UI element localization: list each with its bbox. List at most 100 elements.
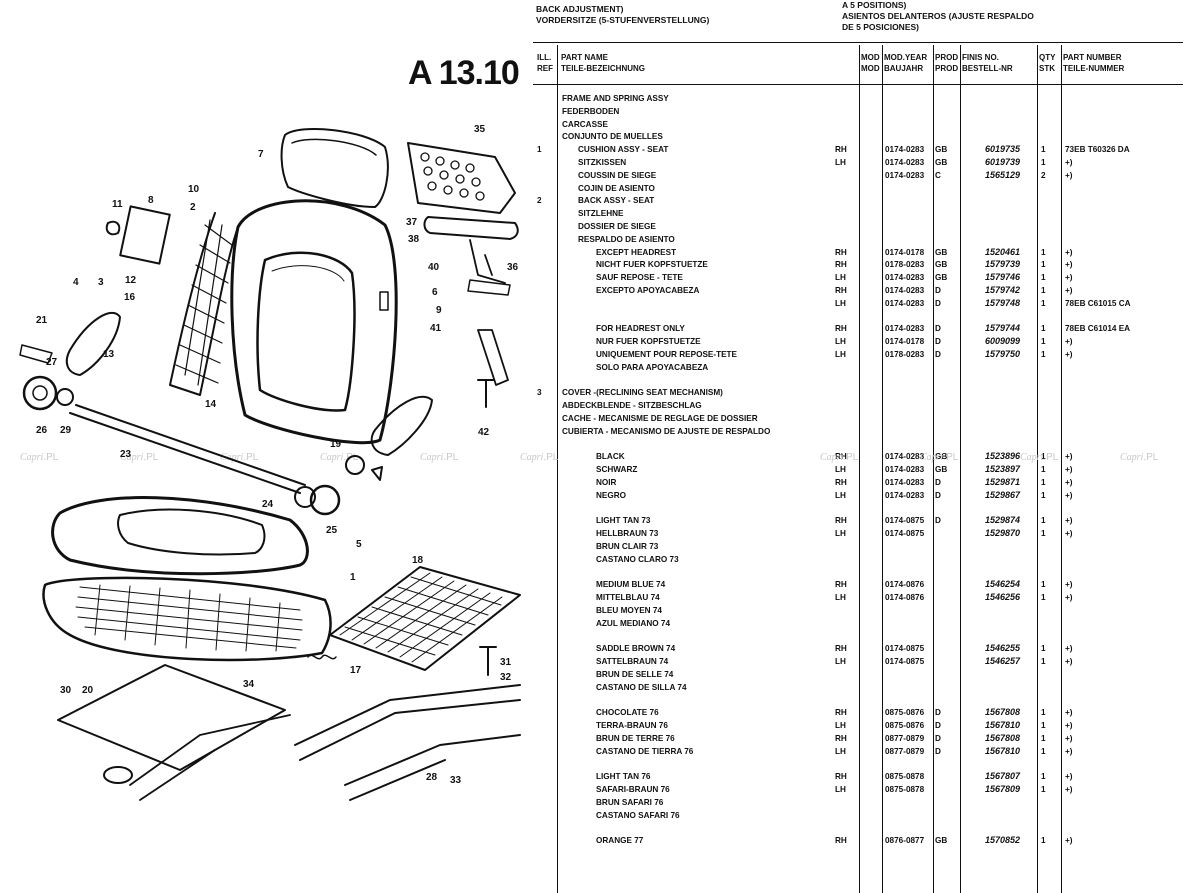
table-row: CACHE - MECANISME DE REGLAGE DE DOSSIER (535, 412, 1185, 425)
part-name: NICHT FUER KOPFSTUETZE (596, 260, 708, 270)
bracket-36 (469, 239, 506, 284)
watermark: Capri.PL (20, 452, 59, 463)
header-right: A 5 POSITIONS) ASIENTOS DELANTEROS (AJUS… (842, 0, 1034, 33)
part-name: ORANGE 77 (596, 836, 644, 846)
part-name: TERRA-BRAUN 76 (596, 721, 668, 731)
callout-35: 35 (474, 124, 486, 135)
colhead-part-number: PART NUMBER TEILE-NUMMER (1063, 53, 1125, 73)
callout-2: 2 (190, 202, 196, 213)
callout-20: 20 (82, 685, 94, 696)
part-name: CUBIERTA - MECANISMO DE AJUSTE DE RESPAL… (562, 426, 771, 436)
qty-cell: 1 (1041, 644, 1046, 654)
mod-cell: LH (835, 746, 846, 756)
header-right-line2: ASIENTOS DELANTEROS (AJUSTE RESPALDO (842, 11, 1034, 21)
part-name: SAFARI-BRAUN 76 (596, 785, 670, 795)
prod-cell: GB (935, 836, 948, 846)
part-name: NEGRO (596, 490, 627, 500)
finis-number-cell: 1579748 (985, 297, 1021, 308)
callout-23: 23 (120, 449, 132, 460)
callout-26: 26 (36, 425, 48, 436)
mod-cell: RH (835, 580, 847, 590)
part-number-cell: +) (1065, 580, 1073, 590)
part-name: CASTANO DE SILLA 74 (596, 682, 687, 692)
table-row (535, 758, 1185, 771)
part-name: MEDIUM BLUE 74 (596, 580, 666, 590)
rail-28 (294, 684, 521, 761)
col-rule (1061, 45, 1062, 893)
mod-cell: RH (835, 145, 847, 155)
finis-number-cell: 1529874 (985, 515, 1021, 526)
qty-cell: 1 (1041, 746, 1046, 756)
mod-cell: LH (835, 593, 846, 603)
finis-number-cell: 6009099 (985, 336, 1021, 347)
qty-cell: 1 (1041, 734, 1046, 743)
finis-number-cell: 1567810 (985, 745, 1021, 756)
ill-ref: 3 (537, 388, 542, 398)
model-year-cell: 0174-0178 (885, 247, 925, 257)
mat-18-grid (339, 572, 503, 663)
callout-18: 18 (412, 555, 424, 566)
mod-cell: LH (835, 337, 846, 347)
part-number-cell: +) (1065, 708, 1073, 718)
exploded-seat-diagram: 1234567891011121314161718192021232425262… (19, 124, 521, 801)
part-name: BLACK (596, 452, 625, 462)
part-name: CUSHION ASSY - SEAT (578, 145, 669, 155)
table-row: 2 BACK ASSY - SEAT (535, 194, 1185, 207)
mod-cell: RH (835, 478, 847, 487)
qty-cell: 1 (1041, 721, 1046, 731)
callout-4: 4 (73, 277, 79, 288)
part-22 (345, 455, 365, 475)
callout-31: 31 (500, 657, 512, 668)
bolt-31 (479, 646, 497, 676)
part-name: SAUF REPOSE - TETE (596, 273, 683, 283)
callout-5: 5 (356, 539, 362, 550)
ill-ref: 2 (537, 196, 542, 206)
knob-26 (22, 375, 58, 411)
callout-37: 37 (406, 217, 418, 228)
finis-number-cell: 1565129 (985, 169, 1021, 180)
lever-21 (19, 344, 53, 364)
watermark: Capri.PL (1020, 452, 1059, 463)
finis-number-cell: 1567808 (985, 733, 1021, 743)
callout-labels: 1234567891011121314161718192021232425262… (36, 124, 519, 786)
model-year-cell: 0875-0878 (885, 785, 925, 795)
prod-cell: D (935, 350, 941, 359)
prod-cell: GB (935, 158, 948, 167)
part-number-cell: +) (1065, 516, 1073, 526)
part-name: BRUN SAFARI 76 (596, 798, 664, 807)
prod-cell: D (935, 337, 941, 347)
prod-cell: D (935, 478, 941, 487)
mod-cell: RH (835, 644, 847, 654)
prod-cell: D (935, 286, 941, 295)
knob-26 (32, 385, 48, 401)
prod-cell: GB (935, 247, 948, 257)
back-frame-springs (184, 219, 223, 386)
model-year-cell: 0876-0877 (885, 836, 925, 846)
qty-cell: 1 (1041, 785, 1046, 795)
header-right-line3: DE 5 POSICIONES) (842, 22, 919, 32)
mat-18-grid (344, 576, 502, 656)
watermark: Capri.PL (820, 452, 859, 463)
part-number-cell: 78EB C61015 CA (1065, 298, 1131, 308)
colhead-part-name: PART NAME TEILE-BEZEICHNUNG (561, 53, 645, 73)
callout-42: 42 (478, 427, 490, 438)
qty-cell: 1 (1041, 298, 1046, 308)
model-year-cell: 0875-0876 (885, 721, 925, 731)
header-left-line1: BACK ADJUSTMENT) (536, 4, 624, 14)
part-name: NUR FUER KOPFSTUETZE (596, 337, 701, 347)
part-name: BACK ASSY - SEAT (578, 196, 655, 206)
prod-cell: GB (935, 452, 948, 462)
rail-20 (57, 664, 286, 771)
part-name: BRUN DE SELLE 74 (596, 670, 674, 679)
seatback-slot (379, 291, 389, 311)
part-name: SCHWARZ (596, 465, 638, 475)
part-9 (119, 205, 171, 265)
callout-13: 13 (103, 349, 115, 360)
model-year-cell: 0174-0875 (885, 529, 925, 539)
back-frame-springs (175, 224, 233, 384)
